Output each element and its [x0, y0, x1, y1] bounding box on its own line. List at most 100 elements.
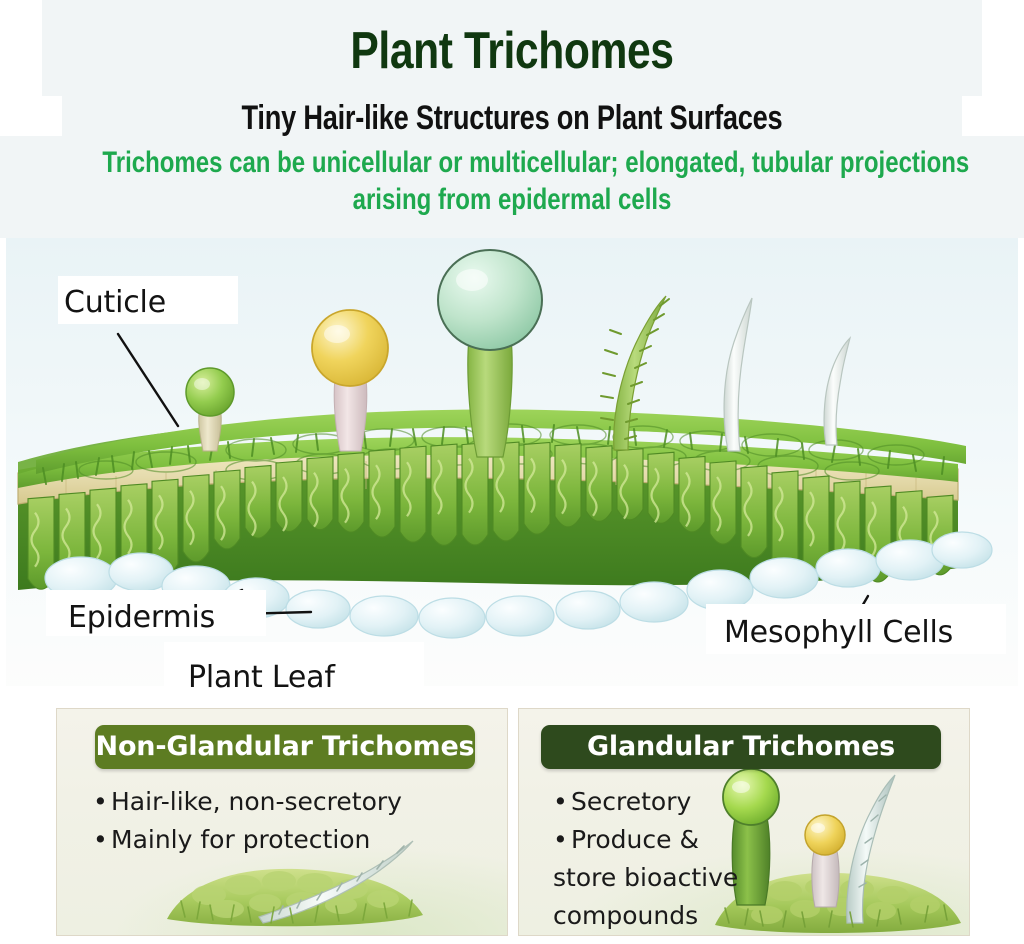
chloroplast-detail: [774, 486, 784, 542]
palisade-cell: [244, 464, 272, 539]
bullet-dot: •: [93, 787, 108, 816]
bullet-text: Hair-like, non-secretory: [111, 787, 402, 816]
palisade-cell: [647, 451, 675, 524]
bullet-dot: •: [553, 825, 568, 854]
chloroplast-detail: [154, 494, 164, 550]
chloroplast-detail: [867, 501, 877, 557]
palisade-cell: [213, 469, 241, 550]
label-plant-leaf: Plant Leaf: [188, 660, 335, 695]
chloroplast-detail: [433, 459, 443, 515]
chloroplast-detail: [619, 463, 629, 520]
palisade-cell: [709, 460, 737, 545]
header-notch-right-lower: [962, 96, 1024, 136]
leaf-cross-section-illustration: [6, 238, 1018, 700]
grass-tufts: [180, 899, 413, 924]
label-mesophyll-cells: Mesophyll Cells: [724, 615, 954, 650]
label-cuticle: Cuticle: [64, 285, 166, 320]
bullet-item: •Secretory: [553, 783, 763, 821]
comparison-panels: Non-Glandular Trichomes •Hair-like, non-…: [0, 700, 1024, 944]
page-title: Plant Trichomes: [350, 22, 674, 80]
chloroplast-detail: [557, 458, 567, 515]
chloroplast-detail: [836, 496, 846, 552]
palisade-cell: [678, 455, 706, 533]
grass-tufts: [724, 904, 948, 928]
bullet-item: •Produce & store bioactive compounds: [553, 821, 763, 935]
non-glandular-spiny-trichome: [600, 295, 670, 451]
mesophyll-cell-cluster: [44, 531, 993, 639]
bullet-dot: •: [93, 825, 108, 854]
chloroplast-detail: [588, 461, 598, 517]
chloroplast-detail: [185, 490, 195, 546]
bullet-text: Secretory: [571, 787, 692, 816]
chloroplast-detail: [278, 476, 288, 532]
palisade-cell-layer: [27, 441, 954, 593]
page-subtitle: Tiny Hair-like Structures on Plant Surfa…: [241, 99, 783, 137]
palisade-cell: [492, 441, 520, 542]
mesophyll-label-backing: [706, 604, 1006, 654]
glandular-trichome-golden: [311, 309, 389, 452]
panel-heading-non-glandular: Non-Glandular Trichomes: [95, 725, 475, 769]
chloroplast-detail: [743, 481, 753, 537]
label-epidermis: Epidermis: [68, 600, 216, 635]
page-description-line2: arising from epidermal cells: [352, 183, 672, 216]
chloroplast-detail: [464, 457, 474, 514]
panel-glandular-trichome-green: [722, 768, 780, 906]
palisade-cell: [461, 442, 489, 546]
chloroplast-detail: [650, 467, 660, 523]
palisade-cell: [554, 443, 582, 528]
chloroplast-detail: [526, 457, 536, 514]
palisade-cell: [585, 445, 613, 522]
chloroplast-detail: [340, 468, 350, 524]
cuticle-label-backing: [58, 276, 238, 324]
panel-glandular-trichome-yellow: [804, 814, 846, 908]
non-glandular-panel-illustration: [167, 840, 423, 927]
chloroplast-detail: [123, 499, 133, 555]
palisade-cell: [182, 474, 210, 563]
chloroplast-detail: [371, 464, 381, 520]
header-notch-left-lower: [0, 96, 62, 136]
header-notch-left: [0, 0, 42, 96]
chloroplast-detail: [92, 503, 102, 559]
chloroplast-detail: [247, 480, 257, 537]
epidermis-label-backing: [46, 590, 266, 636]
page-description-line1: Trichomes can be unicellular or multicel…: [102, 146, 970, 179]
panel-bullets-non-glandular: •Hair-like, non-secretory •Mainly for pr…: [93, 783, 402, 859]
illustration-bottom-edge: [6, 686, 1018, 700]
palisade-cell: [740, 465, 768, 559]
chloroplast-detail: [681, 471, 691, 528]
non-glandular-hair-trichome-tall: [723, 297, 753, 452]
non-glandular-hair-trichome-short: [823, 336, 852, 446]
bullet-dot: •: [553, 787, 568, 816]
palisade-cell: [368, 448, 396, 538]
panel-non-glandular-hair: [846, 774, 896, 924]
chloroplast-detail: [712, 476, 722, 532]
bullet-item: •Hair-like, non-secretory: [93, 783, 402, 821]
chloroplast-detail: [805, 491, 815, 547]
panel-heading-glandular: Glandular Trichomes: [541, 725, 941, 769]
palisade-cell: [430, 443, 458, 546]
glandular-trichome-small: [185, 367, 235, 452]
palisade-cell: [616, 448, 644, 521]
chloroplast-detail: [61, 507, 71, 564]
hair-barbs: [858, 794, 887, 888]
bullet-text: Produce & store bioactive compounds: [553, 825, 739, 930]
chloroplast-detail: [495, 457, 505, 513]
panel-bullets-glandular: •Secretory •Produce & store bioactive co…: [553, 783, 763, 935]
palisade-cell: [306, 456, 334, 531]
chloroplast-detail: [216, 485, 226, 541]
palisade-cell: [337, 452, 365, 533]
trichome-barbs: [278, 845, 405, 915]
chloroplast-detail: [30, 511, 40, 568]
bullet-text: Mainly for protection: [111, 825, 371, 854]
palisade-cell: [399, 445, 427, 543]
header-band: Plant Trichomes Tiny Hair-like Structure…: [0, 0, 1024, 238]
panel-glandular: Glandular Trichomes •Secretory •Produce …: [518, 708, 970, 936]
cuticle-leader-line: [116, 332, 180, 428]
trichome-spines: [600, 298, 670, 440]
palisade-cell: [275, 460, 303, 533]
panel-non-glandular: Non-Glandular Trichomes •Hair-like, non-…: [56, 708, 508, 936]
glandular-panel-illustration: [715, 768, 961, 934]
palisade-cell: [771, 470, 799, 571]
header-notch-right: [982, 0, 1024, 96]
